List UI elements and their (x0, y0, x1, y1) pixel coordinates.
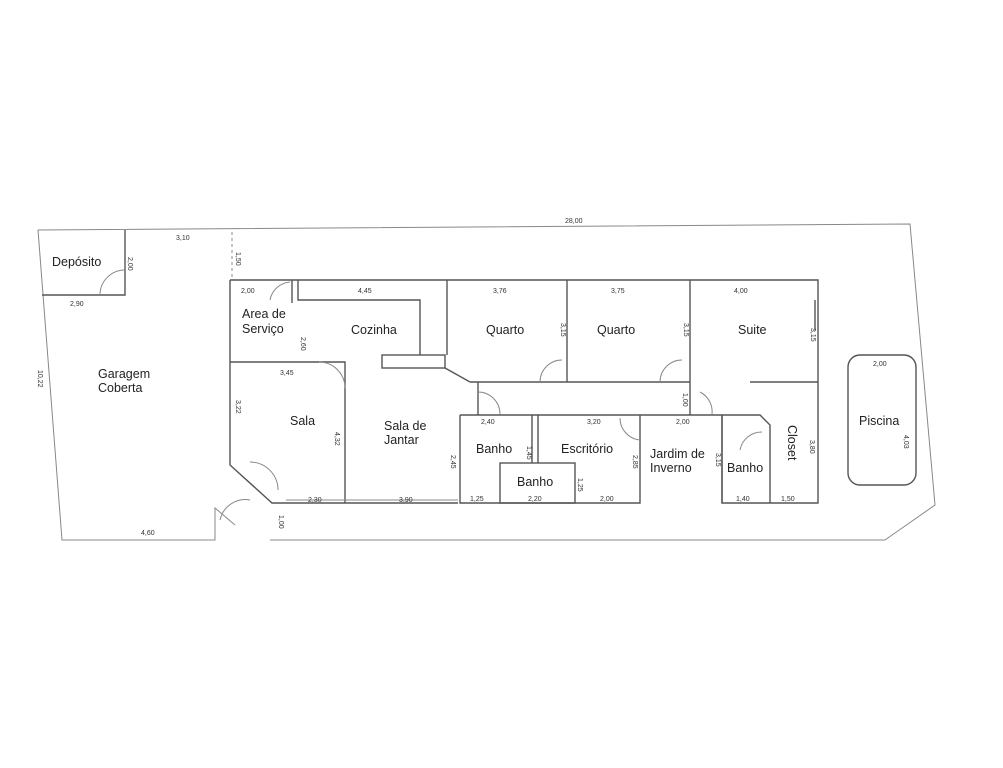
dim-lot-depth: 10,22 (36, 370, 43, 388)
dim-banho-h: 2,45 (449, 455, 456, 469)
dim-banho3-bottom: 1,40 (736, 496, 750, 503)
dim-piscina-w: 2,00 (873, 361, 887, 368)
dim-closet-bottom: 1,50 (781, 496, 795, 503)
room-quarto-2: Quarto (597, 323, 635, 337)
walls (37, 223, 936, 541)
room-garagem-2: Coberta (98, 381, 143, 395)
room-jardim: Jardim de (650, 447, 705, 461)
room-banho-1: Banho (476, 442, 512, 456)
room-jardim-2: Inverno (650, 461, 692, 475)
room-banho-2: Banho (517, 475, 553, 489)
dim-deposito-h: 2,00 (126, 257, 133, 271)
pool (847, 354, 917, 486)
room-closet: Closet (785, 425, 799, 461)
dim-setback: 1,50 (234, 252, 241, 266)
room-quarto-1: Quarto (486, 323, 524, 337)
room-cozinha: Cozinha (351, 323, 397, 337)
dim-corridor-h: 1,00 (681, 393, 688, 407)
room-sala: Sala (290, 414, 315, 428)
dim-cozinha-w: 4,45 (358, 288, 372, 295)
dim-total-width: 28,00 (565, 218, 583, 225)
room-piscina: Piscina (859, 414, 899, 428)
room-jantar-2: Jantar (384, 433, 419, 447)
room-area: Area de (242, 307, 286, 321)
dim-b1-bottom: 1,25 (470, 496, 484, 503)
dim-piscina-h: 4,03 (902, 435, 909, 449)
dim-suite-w: 4,00 (734, 288, 748, 295)
dim-quarto1-h: 3,15 (559, 323, 566, 337)
room-jantar: Sala de (384, 419, 426, 433)
dim-banho-w: 2,40 (481, 419, 495, 426)
dim-esc-bottom: 2,00 (600, 496, 614, 503)
dim-jardim-h: 3,15 (714, 453, 721, 467)
room-labels: Depósito Garagem Coberta Area de Serviço… (52, 255, 899, 489)
dim-b2-bottom: 2,20 (528, 496, 542, 503)
dim-sala-right: 4,32 (333, 432, 340, 446)
dim-sala-left: 3,22 (234, 400, 241, 414)
dim-quarto2-h: 3,15 (682, 323, 689, 337)
dim-banho-inner: 1,45 (525, 446, 532, 460)
room-escritorio: Escritório (561, 442, 613, 456)
dim-quarto1-w: 3,76 (493, 288, 507, 295)
dim-jantar-bottom: 3,90 (399, 497, 413, 504)
dim-small-banho-h: 1,25 (576, 478, 583, 492)
dim-deposito-w: 2,90 (70, 301, 84, 308)
dim-closet-h: 3,80 (808, 440, 815, 454)
dim-escritorio-h: 2,85 (631, 455, 638, 469)
room-garagem: Garagem (98, 367, 150, 381)
dim-sala-w: 3,45 (280, 370, 294, 377)
dim-area-w: 2,00 (241, 288, 255, 295)
dim-jardim-w: 2,00 (676, 419, 690, 426)
room-suite: Suite (738, 323, 767, 337)
dim-front-setback: 1,00 (277, 515, 284, 529)
room-banho-3: Banho (727, 461, 763, 475)
room-deposito: Depósito (52, 255, 101, 269)
dim-garage-bottom: 4,60 (141, 530, 155, 537)
room-area-2: Serviço (242, 322, 284, 336)
dim-quarto2-w: 3,75 (611, 288, 625, 295)
dim-area-h: 2,60 (299, 337, 306, 351)
dim-sala-bottom: 2,30 (308, 497, 322, 504)
dim-escritorio-w: 3,20 (587, 419, 601, 426)
dimension-labels: 28,00 10,22 3,10 1,50 2,00 2,90 4,60 2,0… (36, 218, 909, 537)
dim-suite-h: 3,15 (809, 328, 816, 342)
door-arc (99, 269, 126, 296)
dim-garage-top: 3,10 (176, 235, 190, 242)
